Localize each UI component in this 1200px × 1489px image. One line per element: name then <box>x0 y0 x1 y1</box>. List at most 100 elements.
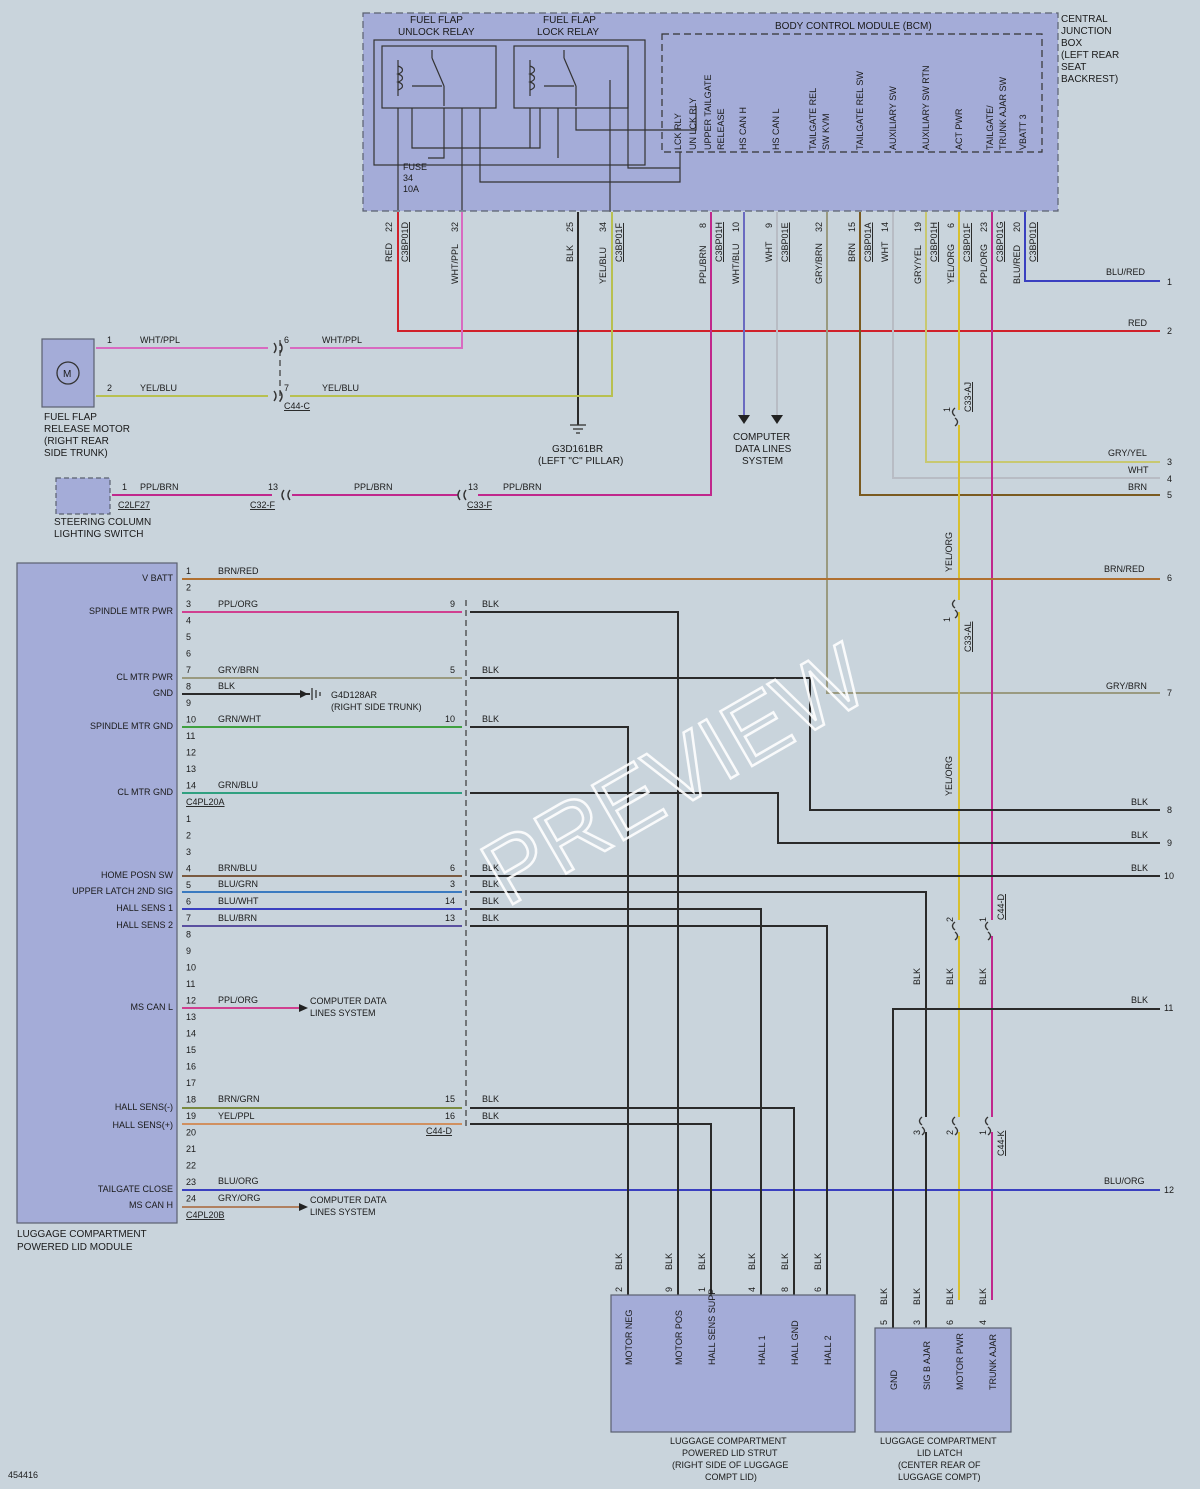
plm-pin-a: 10 <box>186 715 196 725</box>
blk-label: BLK <box>945 968 955 985</box>
plm-signal: MS CAN L <box>130 1002 173 1012</box>
connector-c33-al: C33-AL <box>963 621 973 652</box>
plm-wire: BLU/WHT <box>218 896 259 906</box>
plm-signal: HALL SENS 1 <box>116 903 173 913</box>
bcm-pin-name: LCK RLY <box>673 113 683 150</box>
plm-pin-b: 12 <box>186 996 196 1006</box>
plm-cdl-0: COMPUTER DATA <box>310 996 387 1006</box>
c33al-pin: 1 <box>942 617 952 622</box>
wire-color: WHT/PPL <box>450 244 460 284</box>
plm-pin-b: 10 <box>186 963 196 973</box>
bcm-pin-name: TAILGATE/ <box>985 105 995 150</box>
fuel-motor-label-2: (RIGHT REAR <box>44 436 109 447</box>
connector-id: C3BP01G <box>995 221 1005 262</box>
steering-column-switch <box>55 477 111 515</box>
pin-number: 8 <box>698 223 708 228</box>
fuel-motor-label-0: FUEL FLAP <box>44 412 97 423</box>
pin-number: 25 <box>565 222 575 232</box>
offpage-wire: BRN/RED <box>1104 564 1145 574</box>
wire-color: BLU/RED <box>1012 244 1022 284</box>
bcm-pin-names: LCK RLY UN LCK RLY UPPER TAILGATE RELEAS… <box>673 65 1028 150</box>
plm-pin-b: 8 <box>186 930 191 940</box>
cjb-label-1: JUNCTION <box>1061 26 1112 37</box>
yel-org-label-2: YEL/ORG <box>944 756 954 796</box>
bcm-pin-name: RELEASE <box>716 108 726 150</box>
wire-color: YEL/ORG <box>946 244 956 284</box>
plm-pin-b: 24 <box>186 1194 196 1204</box>
offpage-num: 5 <box>1167 490 1172 500</box>
bcm-pin-name: TAILGATE REL SW <box>855 71 865 150</box>
latch-inline-bot: 3 <box>912 1130 922 1135</box>
plm-label-0: LUGGAGE COMPARTMENT <box>17 1229 147 1240</box>
wire-color: WHT <box>880 241 890 262</box>
plm-pin-b: 20 <box>186 1128 196 1138</box>
pin-number: 32 <box>450 222 460 232</box>
plm-pin-b: 19 <box>186 1111 196 1121</box>
pin-number: 6 <box>946 223 956 228</box>
offpage-num: 1 <box>1167 277 1172 287</box>
bcm-pin-name: SW KVM <box>821 113 831 150</box>
bcm-wire-yel-blu: YEL/BLU <box>322 383 359 393</box>
fuse-label-0: FUSE <box>403 162 427 172</box>
arrow-icon <box>299 1004 308 1012</box>
strut-pin-number: 6 <box>813 1287 823 1292</box>
latch-pin-wire: BLK <box>879 1288 889 1305</box>
unlock-relay <box>381 45 497 109</box>
blk-label: BLK <box>482 599 499 609</box>
plm-wire: BRN/GRN <box>218 1094 260 1104</box>
blk-label: BLK <box>912 968 922 985</box>
plm-pin-a: 6 <box>186 649 191 659</box>
connector-c44-d-latch: C44-D <box>996 893 1006 920</box>
strut-pin-number: 2 <box>614 1287 624 1292</box>
wire-color: WHT <box>764 241 774 262</box>
arrow-icon <box>300 690 308 698</box>
latch-pin-number: 5 <box>879 1320 889 1325</box>
ground-symbol-g4d <box>311 688 321 700</box>
latch-inline-bot: 1 <box>978 1130 988 1135</box>
plm-signal: MS CAN H <box>129 1200 173 1210</box>
offpage-wire: BLU/RED <box>1106 267 1146 277</box>
latch-pin-wire: BLK <box>945 1288 955 1305</box>
plm-pin-a: 2 <box>186 583 191 593</box>
bcm-pin-name: TAILGATE REL <box>808 88 818 150</box>
offpage-num: 7 <box>1167 688 1172 698</box>
plm-pin-b: 1 <box>186 814 191 824</box>
blk-label: BLK <box>482 1094 499 1104</box>
wire-gry-brn <box>826 212 1160 694</box>
inline-pin: 6 <box>450 863 455 873</box>
strut-label-2: (RIGHT SIDE OF LUGGAGE <box>672 1460 788 1470</box>
plm-wire: BLU/BRN <box>218 913 257 923</box>
latch-label-3: LUGGAGE COMPT) <box>898 1472 981 1482</box>
blk-label: BLK <box>482 896 499 906</box>
plm-signal: HOME POSN SW <box>101 870 174 880</box>
plm-cdl-1: LINES SYSTEM <box>310 1008 376 1018</box>
plm-pin-b: 23 <box>186 1177 196 1187</box>
plm-signal: SPINDLE MTR PWR <box>89 606 174 616</box>
fuel-motor-label-3: SIDE TRUNK) <box>44 448 108 459</box>
relay-internal-wiring <box>396 50 697 212</box>
pin-number: 32 <box>814 222 824 232</box>
wires <box>96 212 1160 1330</box>
plm-wire: YEL/PPL <box>218 1111 255 1121</box>
fuel-motor-pin-2: 2 <box>107 383 112 393</box>
latch-pin-wire: BLK <box>912 1288 922 1305</box>
ground-g4d-1: (RIGHT SIDE TRUNK) <box>331 702 422 712</box>
bcm-pin-name: VBATT 3 <box>1018 114 1028 150</box>
pin-number: 23 <box>979 222 989 232</box>
connector-id: C3BP01D <box>1028 221 1038 262</box>
pin-number: 9 <box>764 223 774 228</box>
connector-c2lf27: C2LF27 <box>118 500 150 510</box>
arrow-icon <box>738 415 750 424</box>
bcm-pin-name: HS CAN H <box>738 107 748 150</box>
inline-pin-13b: 13 <box>468 482 478 492</box>
blk-labels: BLK BLK BLK BLK BLK BLK BLK BLK BLK BLK … <box>482 599 988 1121</box>
offpage-wire: BLK <box>1131 863 1148 873</box>
yel-org-label-1: YEL/ORG <box>944 532 954 572</box>
inline-pin: 16 <box>445 1111 455 1121</box>
latch-pin-name: TRUNK AJAR <box>988 1333 998 1390</box>
plm-pin-b: 16 <box>186 1062 196 1072</box>
fuse-label-2: 10A <box>403 184 419 194</box>
offpage-wire: GRY/YEL <box>1108 448 1147 458</box>
unlock-relay-label-1: UNLOCK RELAY <box>398 27 475 38</box>
